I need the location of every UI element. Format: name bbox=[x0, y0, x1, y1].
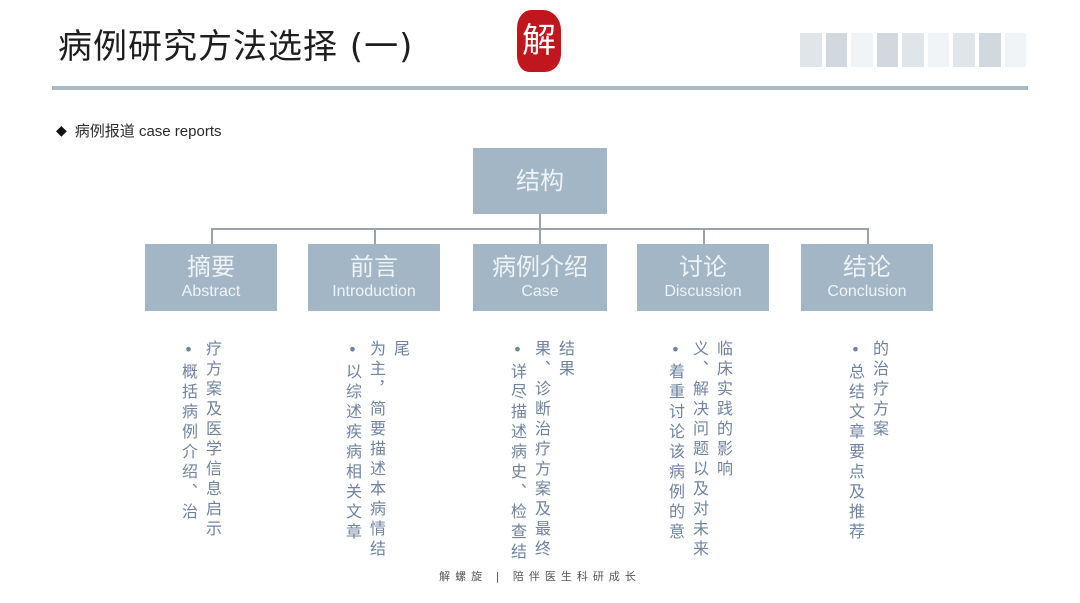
introduction-en: Introduction bbox=[332, 282, 416, 300]
introduction-cn: 前言 bbox=[350, 252, 398, 281]
introduction-description: •以综述疾病相关文章为主，简要描述本病情结尾 bbox=[343, 340, 410, 560]
discussion-description: •着重讨论该病例的意义、解决问题以及对未来临床实践的影响 bbox=[666, 340, 733, 560]
introduction-box: 前言 Introduction bbox=[308, 244, 440, 311]
abstract-en: Abstract bbox=[181, 282, 241, 300]
header-divider bbox=[52, 86, 1028, 90]
case-box: 病例介绍 Case bbox=[473, 244, 607, 311]
abstract-cn: 摘要 bbox=[187, 252, 235, 281]
abstract-description: •概括病例介绍、治疗方案及医学信息启示 bbox=[179, 340, 222, 540]
blurred-logo bbox=[800, 33, 1027, 67]
connector-root-stem bbox=[539, 214, 541, 229]
case-cn: 病例介绍 bbox=[492, 252, 588, 281]
connector-drop-3 bbox=[539, 228, 541, 244]
section-heading-label: 病例报道 case reports bbox=[74, 123, 222, 140]
conclusion-description: •总结文章要点及推荐的治疗方案 bbox=[846, 340, 889, 543]
connector-drop-1 bbox=[211, 228, 213, 244]
abstract-box: 摘要 Abstract bbox=[145, 244, 277, 311]
section-heading: ◆ 病例报道 case reports bbox=[56, 120, 222, 141]
conclusion-cn: 结论 bbox=[843, 252, 891, 281]
conclusion-en: Conclusion bbox=[827, 282, 907, 300]
root-label: 结构 bbox=[516, 167, 564, 195]
structure-root-box: 结构 bbox=[473, 148, 607, 214]
connector-drop-5 bbox=[867, 228, 869, 244]
seal-glyph: 解 bbox=[522, 21, 556, 61]
discussion-en: Discussion bbox=[664, 282, 742, 300]
case-en: Case bbox=[521, 282, 559, 300]
connector-drop-2 bbox=[374, 228, 376, 244]
connector-drop-4 bbox=[703, 228, 705, 244]
footer-tagline: 解螺旋 | 陪伴医生科研成长 bbox=[439, 570, 641, 583]
conclusion-box: 结论 Conclusion bbox=[801, 244, 933, 311]
diamond-bullet-icon: ◆ bbox=[56, 122, 67, 138]
seal-logo-icon: 解 bbox=[517, 10, 561, 72]
page-title: 病例研究方法选择 (一) bbox=[58, 27, 414, 67]
case-description: •详尽描述病史、检查结果、诊断治疗方案及最终结果 bbox=[508, 340, 575, 563]
discussion-box: 讨论 Discussion bbox=[637, 244, 769, 311]
discussion-cn: 讨论 bbox=[679, 252, 727, 281]
